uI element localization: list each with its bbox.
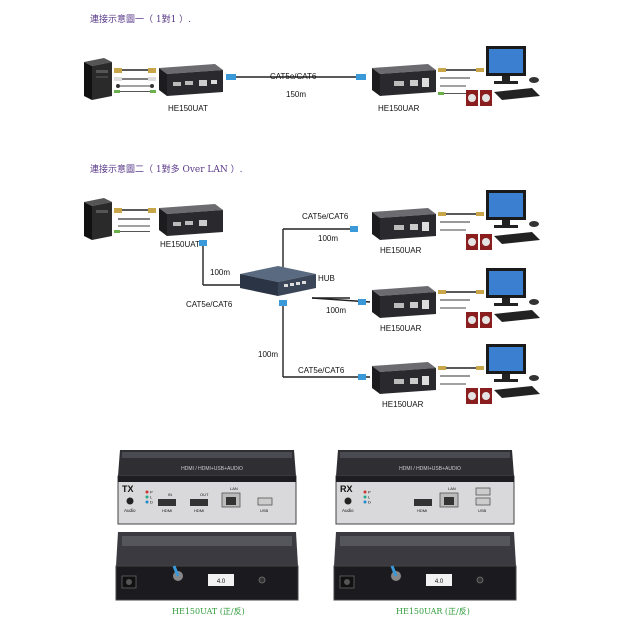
rx-led-l: L bbox=[368, 495, 371, 500]
tx-led-p: P bbox=[150, 490, 153, 495]
uplink-cable: CAT5e/CAT6 bbox=[186, 300, 233, 309]
branch1-model: HE150UAR bbox=[380, 246, 422, 255]
rx-receiver-device bbox=[372, 64, 436, 96]
tx-led-l: L bbox=[150, 495, 153, 500]
av-cables-icon bbox=[114, 68, 156, 93]
rx-led-d: D bbox=[368, 500, 371, 505]
tx-audio-label: Audio bbox=[124, 508, 136, 513]
tx-lan-label: LAN bbox=[230, 486, 238, 491]
rx-receiver-device bbox=[372, 208, 436, 240]
branch1-distance: 100m bbox=[318, 234, 339, 243]
hub-label: HUB bbox=[318, 274, 335, 283]
tx-hdmi-in-text: HDMI bbox=[162, 508, 172, 513]
diagram1-cable-label: CAT5e/CAT6 bbox=[270, 72, 317, 81]
tx-product-caption: HE150UAT (正/反) bbox=[172, 607, 245, 616]
tx-back-panel: 4.0 bbox=[115, 532, 299, 601]
pc-tower-icon bbox=[84, 198, 112, 240]
network-topology-lines bbox=[199, 226, 371, 380]
tx-hdmi-out-text: HDMI bbox=[194, 508, 204, 513]
tx-transmitter-device bbox=[159, 64, 223, 96]
tx-badge: TX bbox=[122, 484, 134, 494]
branch3-model: HE150UAR bbox=[382, 400, 424, 409]
tx-hdmi-in-label: IN bbox=[168, 492, 172, 497]
rx-peripherals-icon bbox=[438, 46, 540, 106]
rx-audio-label: Audio bbox=[342, 508, 354, 513]
diagram1-cable bbox=[226, 74, 366, 80]
rx-peripherals-icon bbox=[438, 268, 540, 328]
branch3-cable: CAT5e/CAT6 bbox=[298, 366, 345, 375]
rx-lan-label: LAN bbox=[448, 486, 456, 491]
diagram1-caption: 連接示意圖一（ 1對1 ）. bbox=[90, 15, 192, 25]
tx-front-panel: HDMI / HDMI+USB+AUDIO TX Audio P L D IN … bbox=[117, 450, 297, 525]
branch1-cable: CAT5e/CAT6 bbox=[302, 212, 349, 221]
pc-tower-icon bbox=[84, 58, 112, 100]
rx-peripherals-icon bbox=[438, 190, 540, 250]
diagram1-distance: 150m bbox=[286, 90, 307, 99]
tx-usb-label: USB bbox=[260, 508, 269, 513]
rx-hdmi-label: HDMI bbox=[417, 508, 427, 513]
av-cables-icon bbox=[114, 208, 156, 233]
rx-badge: RX bbox=[340, 484, 353, 494]
tx-back-label: 4.0 bbox=[217, 579, 226, 585]
network-hub-device bbox=[240, 266, 316, 296]
rx-top-text: HDMI / HDMI+USB+AUDIO bbox=[399, 466, 461, 472]
diagram2-tx-model: HE150UAT bbox=[160, 240, 200, 249]
rx-receiver-device bbox=[372, 286, 436, 318]
rx-back-panel: 4.0 bbox=[333, 532, 517, 601]
tx-top-text: HDMI / HDMI+USB+AUDIO bbox=[181, 466, 243, 472]
tx-hdmi-out-label: OUT bbox=[200, 492, 209, 497]
tx-led-d: D bbox=[150, 500, 153, 505]
rx-back-label: 4.0 bbox=[435, 579, 444, 585]
diagram1-tx-model: HE150UAT bbox=[168, 104, 208, 113]
branch2-distance: 100m bbox=[326, 306, 347, 315]
rx-receiver-device bbox=[372, 362, 436, 394]
uplink-distance: 100m bbox=[210, 268, 231, 277]
diagram1-rx-model: HE150UAR bbox=[378, 104, 420, 113]
rx-front-panel: HDMI / HDMI+USB+AUDIO RX Audio P L D HDM… bbox=[335, 450, 515, 525]
branch2-model: HE150UAR bbox=[380, 324, 422, 333]
rx-led-p: P bbox=[368, 490, 371, 495]
trunk-distance: 100m bbox=[258, 350, 279, 359]
rx-usb-label: USB bbox=[478, 508, 487, 513]
diagram2-caption: 連接示意圖二（ 1對多 Over LAN ）. bbox=[90, 165, 243, 175]
rx-peripherals-icon bbox=[438, 344, 540, 404]
tx-transmitter-device bbox=[159, 204, 223, 236]
rx-product-caption: HE150UAR (正/反) bbox=[396, 607, 470, 616]
